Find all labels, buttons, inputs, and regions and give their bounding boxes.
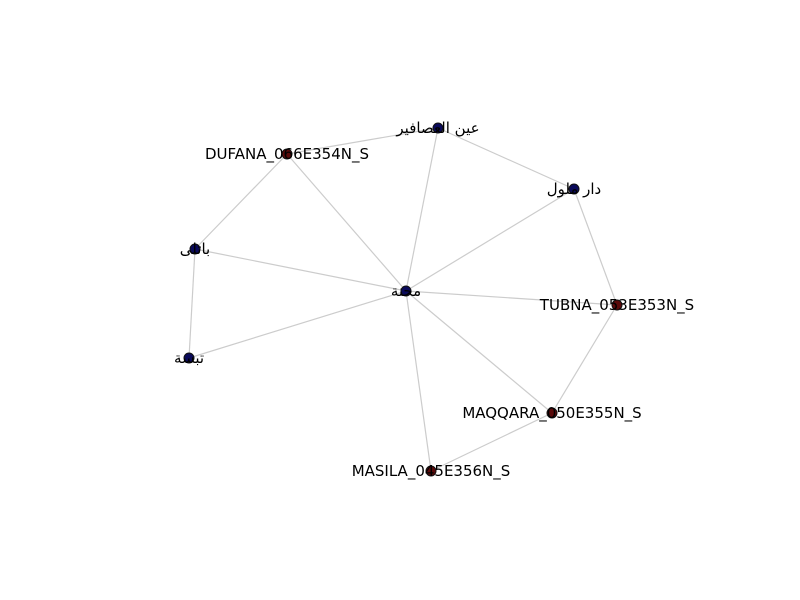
labels-layer: عين العصافير DUFANA_066E354N_S دار ملول بات… [174, 119, 694, 481]
node-label-masila: MASILA_045E356N_S [352, 462, 511, 481]
edge-ain-dar [437, 127, 575, 190]
node-label-dar: دار ملول [547, 180, 602, 198]
edge-dufana-mahna [286, 153, 407, 292]
edge-dar-tubna [573, 188, 618, 306]
edge-dufana-bataly [194, 153, 288, 250]
node-label-dufana: DUFANA_066E354N_S [205, 145, 369, 164]
edge-ain-mahna [405, 127, 439, 292]
node-tubna [611, 299, 623, 311]
node-dar [568, 183, 580, 195]
edge-maqqara-masila [430, 412, 553, 472]
node-mahna [400, 285, 412, 297]
edge-mahna-tubna [405, 290, 618, 306]
node-masila [425, 465, 437, 477]
edge-bataly-tabsa [188, 248, 196, 359]
edge-mahna-masila [405, 290, 432, 472]
node-bataly [189, 243, 201, 255]
node-label-maqqara: MAQQARA_050E355N_S [462, 404, 641, 423]
edge-bataly-mahna [194, 248, 407, 292]
node-label-tabsa: تبسة [174, 349, 204, 367]
edge-tubna-maqqara [551, 304, 618, 414]
node-ain [432, 122, 444, 134]
node-label-tubna: TUBNA_053E353N_S [539, 296, 694, 315]
node-maqqara [546, 407, 558, 419]
node-label-mahna: محنة [391, 282, 421, 300]
node-label-ain: عين العصافير [395, 119, 479, 137]
edge-ain-dufana [286, 127, 439, 155]
node-label-bataly: باتلى [180, 240, 210, 258]
edges-layer [188, 127, 618, 472]
edge-dar-mahna [405, 188, 575, 292]
node-dufana [281, 148, 293, 160]
nodes-layer [183, 122, 623, 477]
edge-mahna-tabsa [188, 290, 407, 359]
node-tabsa [183, 352, 195, 364]
edge-mahna-maqqara [405, 290, 553, 414]
